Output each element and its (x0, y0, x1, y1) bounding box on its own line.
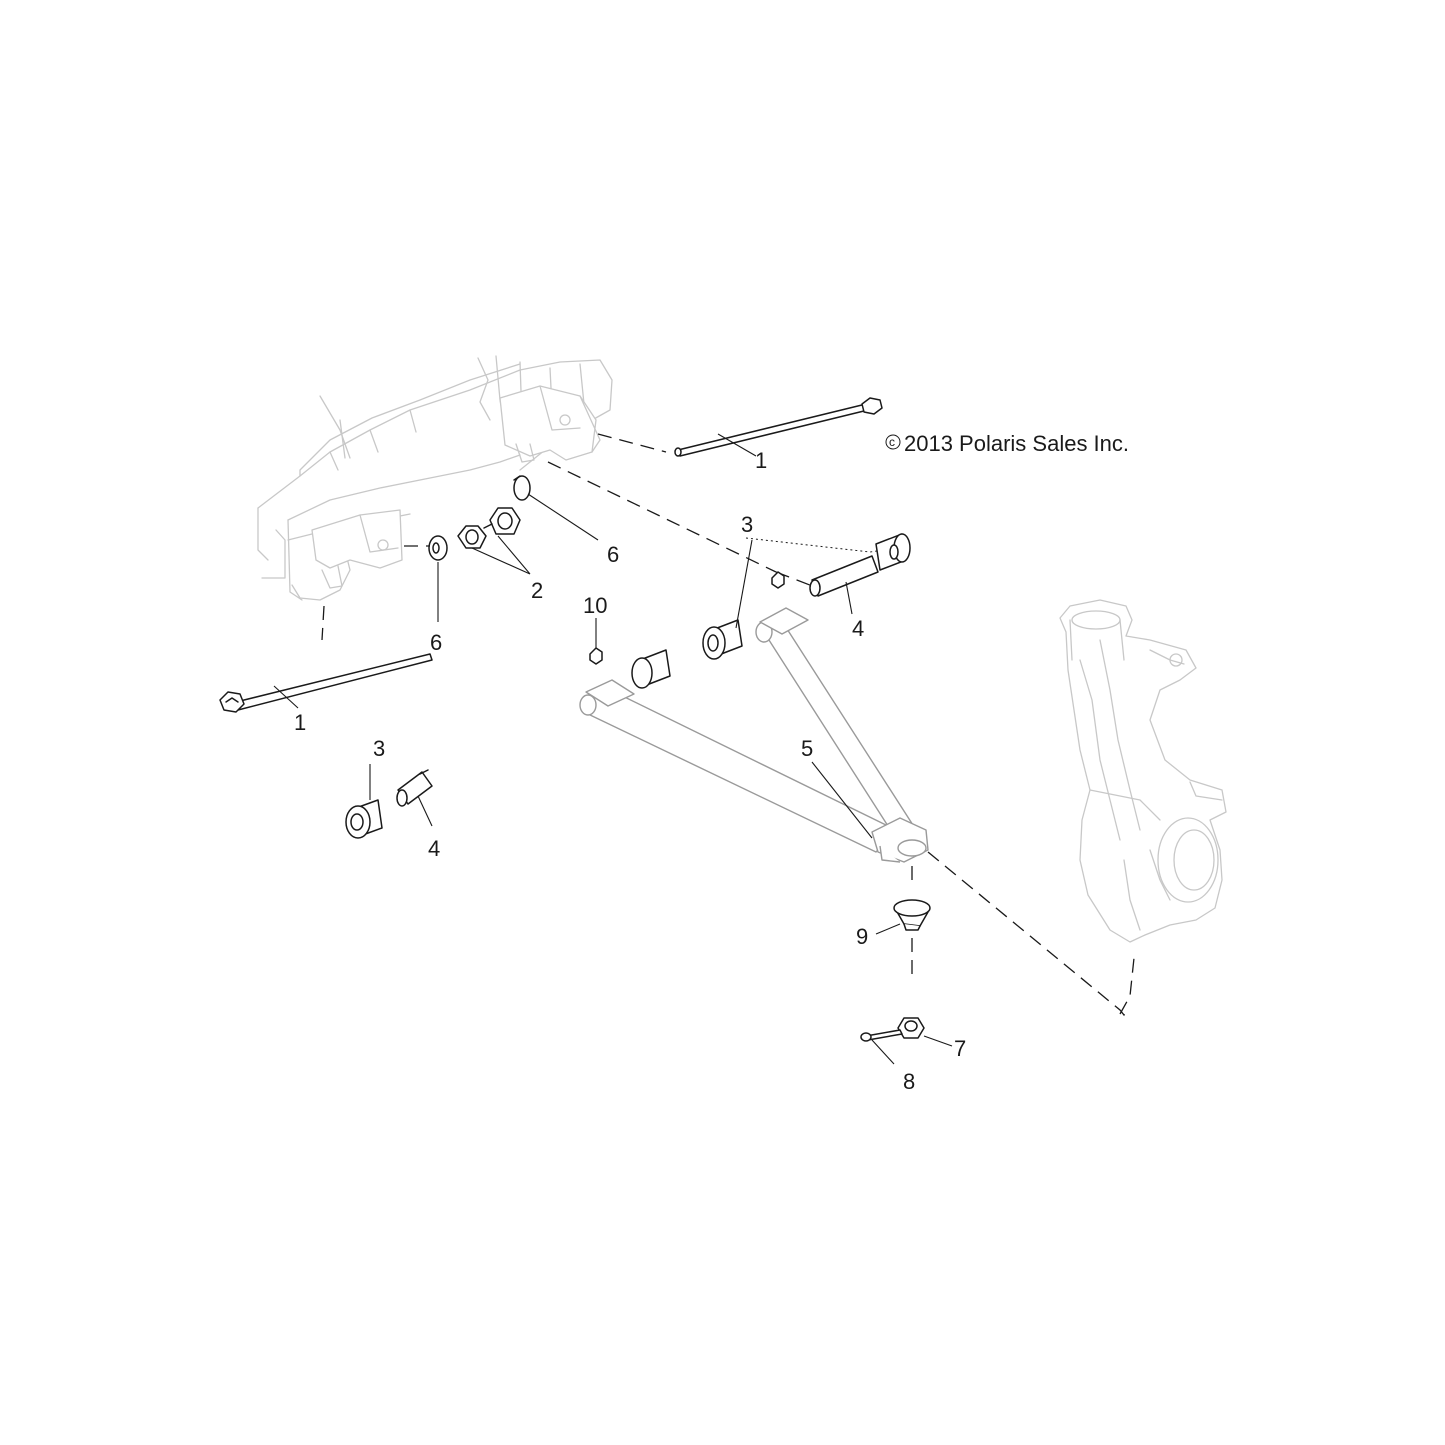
bushing-upper-left (702, 619, 743, 660)
washer-upper (513, 475, 531, 501)
bushing-upper-right (875, 533, 911, 571)
bolt-lower (219, 653, 433, 713)
sleeve-lower (396, 769, 433, 807)
callout-sleeve-lower: 4 (428, 836, 440, 861)
frame-ghost (257, 355, 613, 601)
grease-fitting-lower (589, 647, 603, 665)
assembly-lines (321, 433, 1135, 1017)
bushing-lower (345, 799, 383, 839)
callout-cotter-pin: 8 (903, 1069, 915, 1094)
bushing-mid (631, 649, 671, 689)
washer-lower (428, 535, 448, 561)
grease-fitting-upper (771, 571, 785, 589)
callout-ball-joint-boot: 9 (856, 924, 868, 949)
callout-bolt-lower: 1 (294, 710, 306, 735)
callout-washer-upper: 6 (607, 542, 619, 567)
cotter-pin (860, 1029, 903, 1042)
leader-lines (273, 433, 953, 1065)
callout-bushing-upper: 3 (741, 512, 753, 537)
flange-nut-pair (457, 507, 521, 549)
callout-bolt-upper: 1 (755, 448, 767, 473)
ball-joint-boot (893, 899, 931, 931)
a-arm (579, 607, 929, 863)
copyright-symbol: c (889, 435, 895, 449)
callout-bushing-lower: 3 (373, 736, 385, 761)
castle-nut (897, 1017, 925, 1039)
callout-ball-joint-nut: 7 (954, 1036, 966, 1061)
copyright-text: 2013 Polaris Sales Inc. (904, 431, 1129, 456)
callout-sleeve-upper: 4 (852, 616, 864, 641)
callout-a-arm: 5 (801, 736, 813, 761)
callout-grease-fitting: 10 (583, 593, 607, 618)
copyright-symbol-icon (885, 434, 901, 450)
callout-washer-lower: 6 (430, 630, 442, 655)
bolt-upper (674, 397, 883, 457)
sleeve-upper (809, 555, 879, 597)
copyright-notice: c 2013 Polaris Sales Inc. (885, 431, 1129, 456)
callout-nut-pair: 2 (531, 578, 543, 603)
steering-knuckle-ghost (1059, 599, 1227, 943)
